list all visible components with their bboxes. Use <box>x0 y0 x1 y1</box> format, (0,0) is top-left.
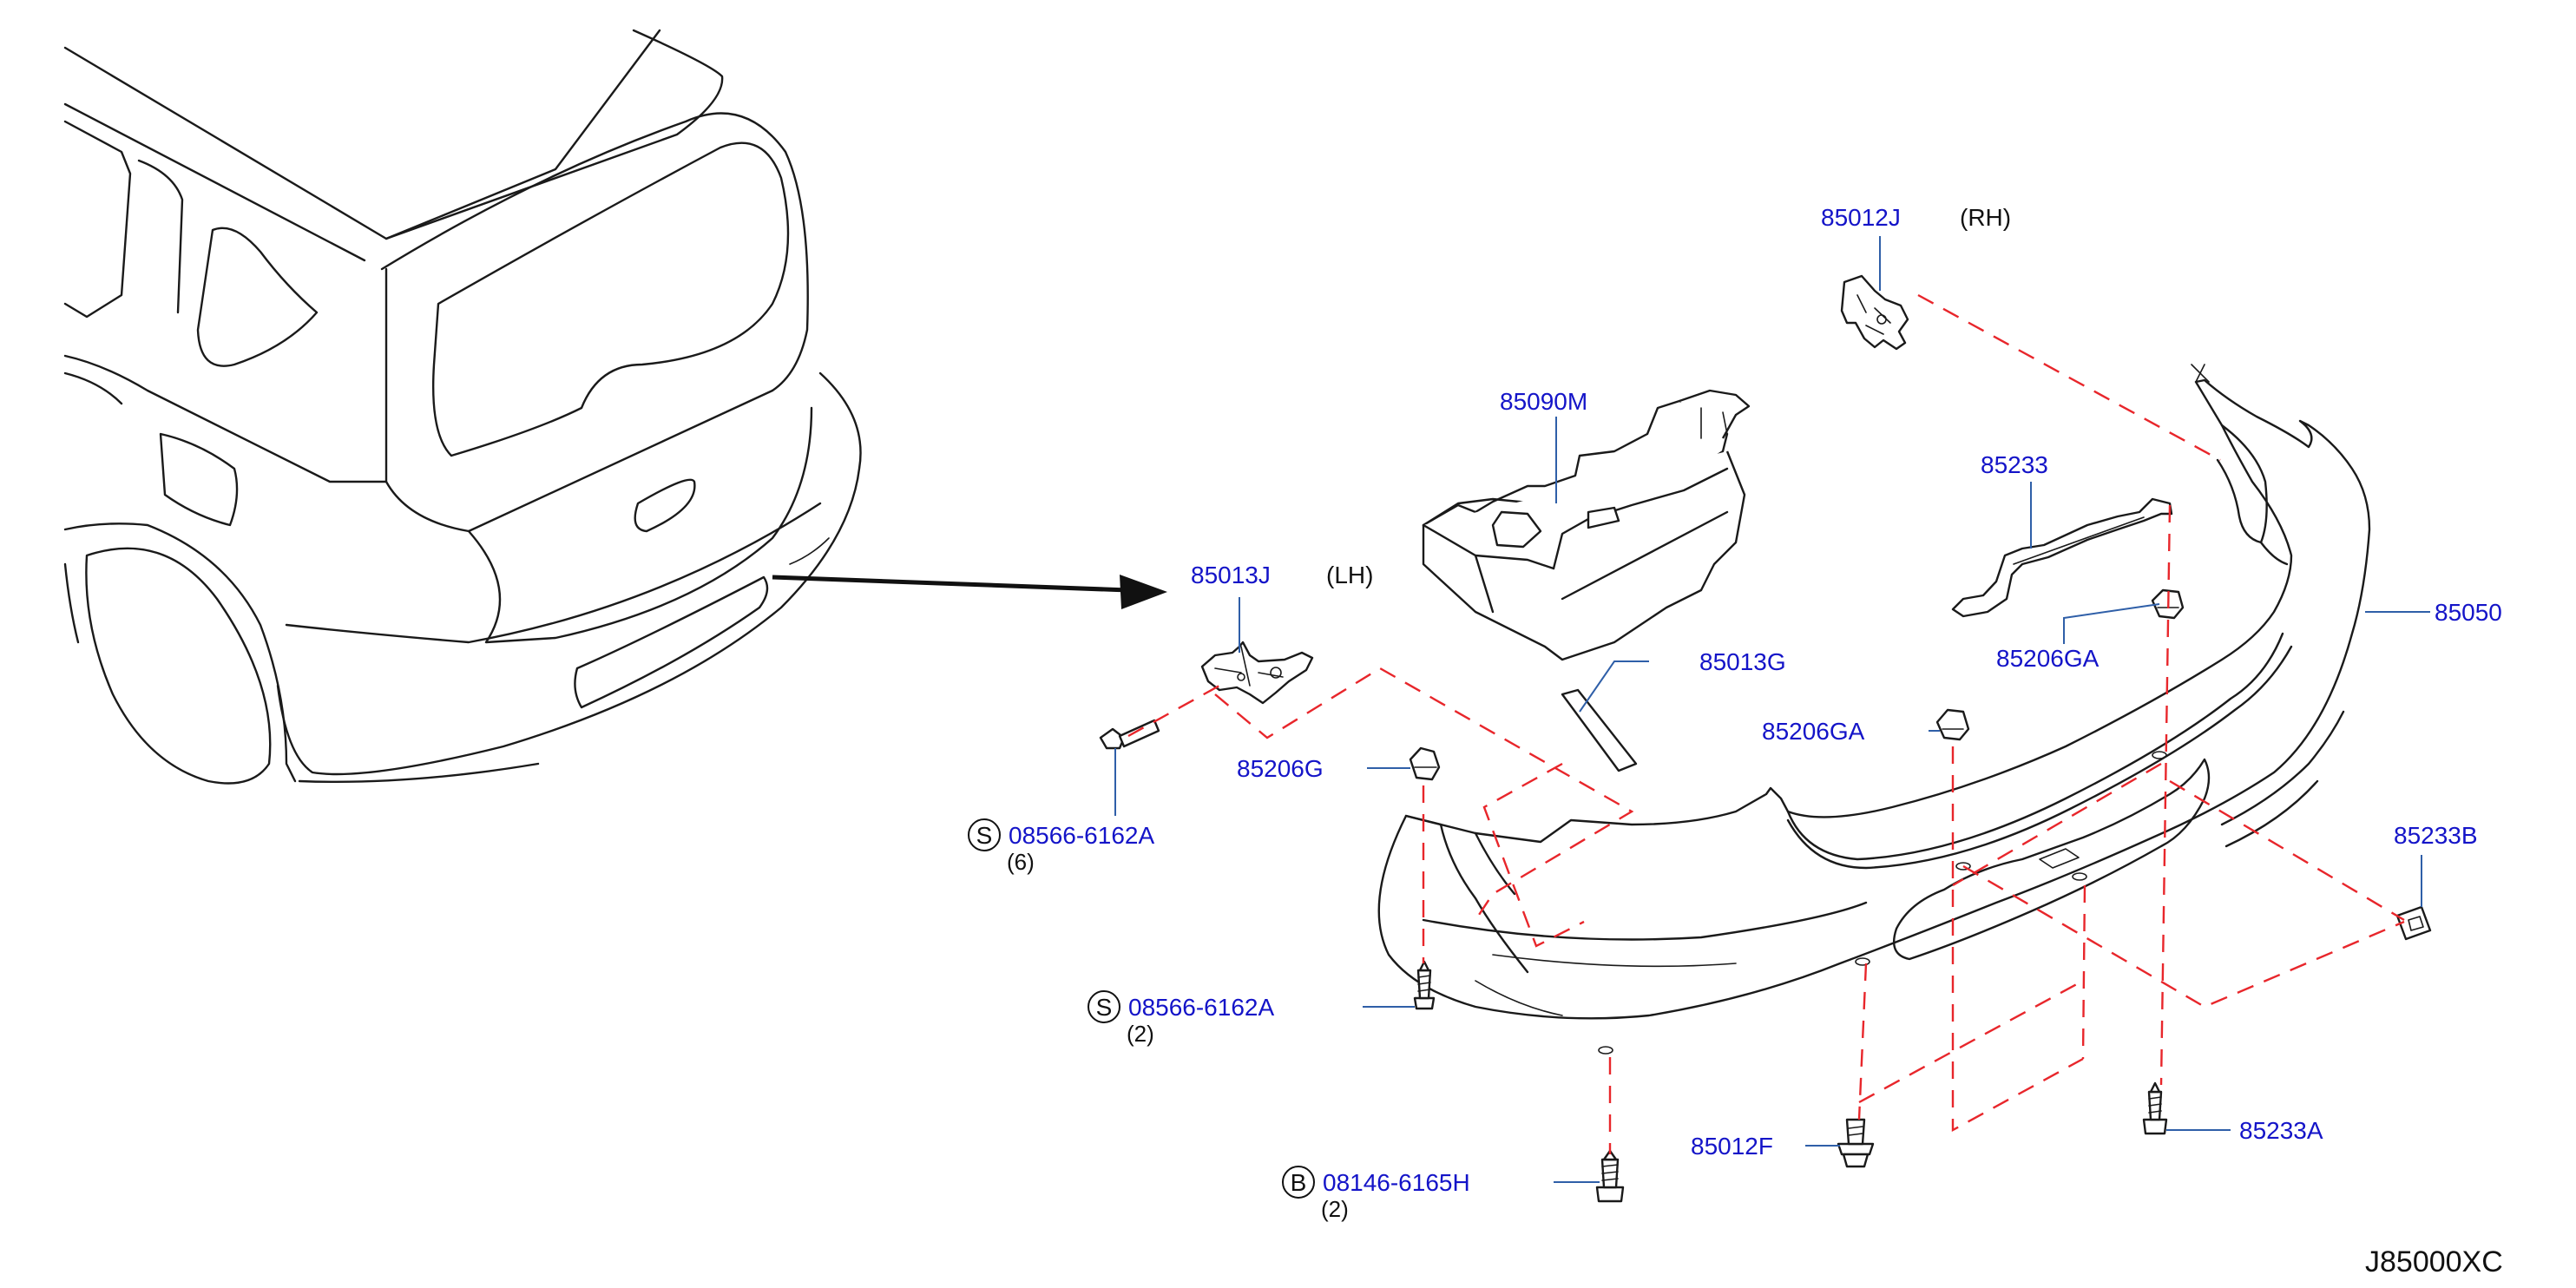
label-85233b: 85233B <box>2394 822 2478 849</box>
label-85206ga-mid: 85206GA <box>1762 718 1865 745</box>
diagram-code: J85000XC <box>2365 1245 2503 1278</box>
leader-lines <box>1114 236 2430 1183</box>
label-85012f: 85012F <box>1691 1133 1773 1160</box>
label-08146-6165h: B 08146-6165H (2) <box>1282 1166 1470 1222</box>
vehicle-rear-illustration <box>63 29 862 785</box>
label-08566-6162a-left: S 08566-6162A (6) <box>968 818 1154 875</box>
clip-85206ga-mid <box>1935 708 1970 741</box>
label-08566-6162a-left-qty: (6) <box>1007 849 1035 875</box>
fastener-85012f <box>1837 1118 1875 1168</box>
badge-b: B <box>1291 1169 1307 1196</box>
label-85013g: 85013G <box>1699 648 1786 675</box>
bumper-fascia-85050 <box>1377 364 2371 1055</box>
label-08566-6162a-lower-qty: (2) <box>1127 1021 1154 1047</box>
badge-s-left: S <box>976 822 993 849</box>
label-85206g: 85206G <box>1237 755 1324 782</box>
bracket-85012j-rh <box>1840 274 1909 351</box>
bolt-08146-6165h <box>1595 1149 1625 1203</box>
part-labels: 85012J (RH) 85090M 85233 85206GA 85050 8… <box>968 204 2503 1278</box>
bracket-85013j-lh <box>1200 641 1314 705</box>
label-08146-6165h-text: 08146-6165H <box>1323 1169 1470 1196</box>
absorber-85090m <box>1422 389 1751 661</box>
label-85090m: 85090M <box>1500 388 1587 415</box>
assembly-lines <box>1127 293 2405 1154</box>
callout-arrow <box>772 575 1167 609</box>
label-85233: 85233 <box>1981 451 2048 478</box>
label-08566-6162a-lower: S 08566-6162A (2) <box>1088 990 1274 1047</box>
seal-85013g <box>1561 688 1638 772</box>
bolt-08566-6162a-left <box>1099 719 1160 750</box>
screw-85233a <box>2142 1081 2168 1135</box>
bracket-85233b <box>2395 905 2432 941</box>
label-85012j: 85012J <box>1821 204 1901 231</box>
label-08566-6162a-lower-text: 08566-6162A <box>1128 994 1274 1021</box>
label-08146-6165h-qty: (2) <box>1321 1196 1349 1222</box>
label-85050: 85050 <box>2435 599 2502 626</box>
label-85012j-side: (RH) <box>1960 204 2011 231</box>
badge-s-lower: S <box>1096 994 1113 1021</box>
label-85233a: 85233A <box>2239 1117 2323 1144</box>
label-85206ga-top: 85206GA <box>1996 645 2100 672</box>
clip-85206g <box>1409 746 1441 781</box>
screw-08566-6162a-lower <box>1413 960 1436 1010</box>
bracket-85233 <box>1951 497 2173 618</box>
label-85013j-side: (LH) <box>1326 562 1373 588</box>
label-08566-6162a-left-text: 08566-6162A <box>1009 822 1154 849</box>
label-85013j: 85013J <box>1191 562 1271 588</box>
